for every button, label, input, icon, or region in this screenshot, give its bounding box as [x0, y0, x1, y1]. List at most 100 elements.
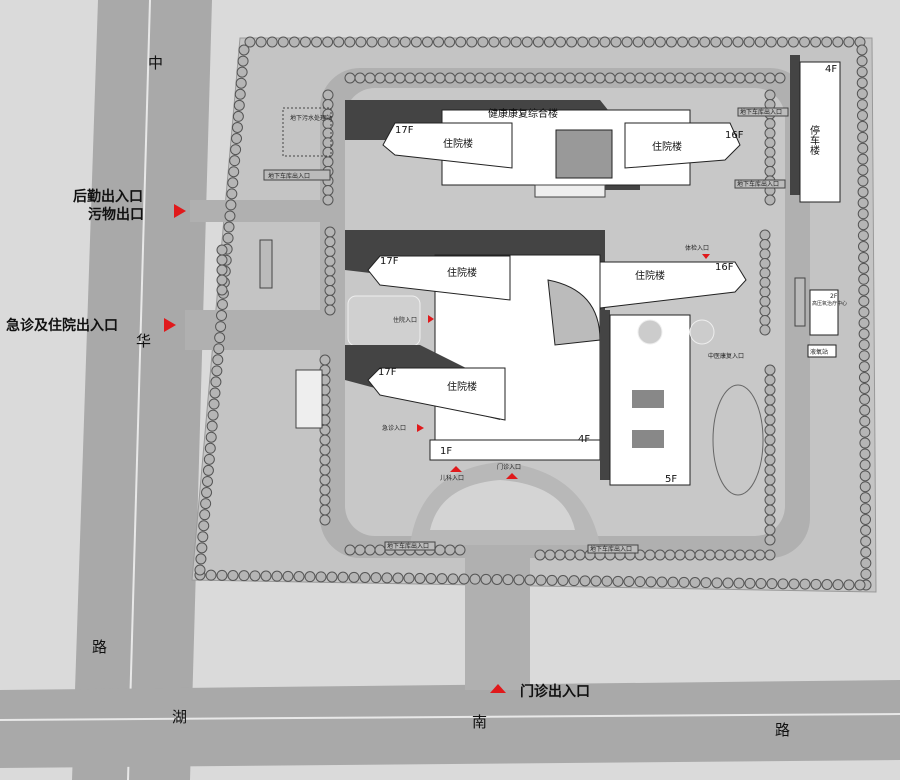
tree [722, 577, 734, 589]
tree [364, 544, 376, 556]
tree [404, 72, 416, 84]
tree [759, 277, 771, 288]
tree [319, 454, 331, 466]
round-court-2 [689, 319, 715, 345]
tree [859, 503, 871, 515]
tree [260, 570, 272, 582]
sewage-label: 地下污水处理站 [290, 114, 332, 122]
tree [667, 576, 679, 588]
tree [821, 36, 833, 48]
tree [859, 448, 871, 460]
tree [384, 72, 396, 84]
tcm-entry-label: 中医康复入口 [708, 352, 744, 360]
sewage-plant [282, 107, 332, 157]
rehab-label: 健康康复综合楼 [488, 107, 558, 120]
tree [458, 573, 470, 585]
tree [759, 267, 771, 279]
tree [208, 398, 220, 410]
outpatient-road [465, 540, 530, 690]
tree [759, 229, 771, 241]
tree [568, 575, 580, 587]
tree [656, 576, 668, 588]
tree [765, 36, 777, 48]
tree [711, 577, 723, 589]
tree [319, 494, 331, 506]
tree [856, 88, 868, 100]
tree [534, 72, 546, 84]
tree [624, 72, 636, 84]
main-podium [429, 439, 601, 461]
tree [319, 484, 331, 496]
tree [858, 251, 870, 263]
tree [388, 36, 400, 48]
tree [860, 546, 872, 558]
tree [216, 274, 228, 286]
garage-label-s2: 地下车库出入口 [590, 545, 632, 553]
waste-exit-label: 污物出口 [88, 206, 144, 223]
tree [324, 285, 336, 296]
hyperbaric-label: 高压氧治疗中心 [812, 300, 847, 307]
tree [348, 571, 360, 583]
tree [764, 394, 776, 406]
tree [224, 210, 236, 222]
road-char-hu: 湖 [172, 708, 187, 726]
tree [759, 239, 771, 250]
garage-label-ne1: 地下车库出入口 [740, 108, 782, 116]
tree [231, 133, 243, 145]
tree [777, 578, 789, 590]
east-court-1 [632, 390, 664, 408]
tree [266, 36, 278, 48]
tree [271, 570, 283, 582]
tree [249, 570, 261, 582]
tree [534, 549, 546, 561]
tree [634, 72, 646, 84]
tree [858, 328, 870, 340]
tree [195, 553, 207, 565]
tree [764, 146, 776, 158]
inpatient-mw [367, 255, 511, 301]
tree [810, 578, 822, 590]
tree [744, 577, 756, 589]
garage-entry-ne2 [734, 179, 786, 189]
tree [621, 36, 633, 48]
tree [858, 262, 870, 274]
tree [788, 578, 800, 590]
tree [699, 36, 711, 48]
tree [535, 574, 547, 586]
tree [464, 72, 476, 84]
hyperbaric-center [809, 289, 839, 336]
floor-17f-b: 17F [380, 256, 399, 267]
tree [688, 36, 700, 48]
tree [205, 569, 217, 581]
emergency-road [185, 310, 335, 350]
tree [322, 137, 334, 149]
tree [860, 535, 872, 547]
inpatient-label-c: 住院楼 [447, 266, 477, 279]
tree [399, 36, 411, 48]
emergency-entry-label: 急诊入口 [382, 424, 406, 432]
tree [764, 434, 776, 446]
tree [857, 131, 869, 143]
tree [674, 72, 686, 84]
tree [860, 524, 872, 536]
tree [733, 577, 745, 589]
tree [333, 36, 345, 48]
tree [764, 414, 776, 426]
tree [194, 564, 206, 576]
tree [200, 498, 212, 510]
tree [764, 464, 776, 476]
tree [859, 415, 871, 427]
tree [322, 194, 334, 206]
tree [857, 164, 869, 176]
parking-shadow [790, 55, 800, 195]
tree [524, 72, 536, 84]
garage-entry-nw [263, 169, 331, 181]
tree [810, 36, 822, 48]
west-road [72, 0, 212, 780]
tree [764, 474, 776, 486]
tree [776, 36, 788, 48]
tree [610, 36, 622, 48]
tree [344, 544, 356, 556]
tree [700, 577, 712, 589]
tree [859, 404, 871, 416]
